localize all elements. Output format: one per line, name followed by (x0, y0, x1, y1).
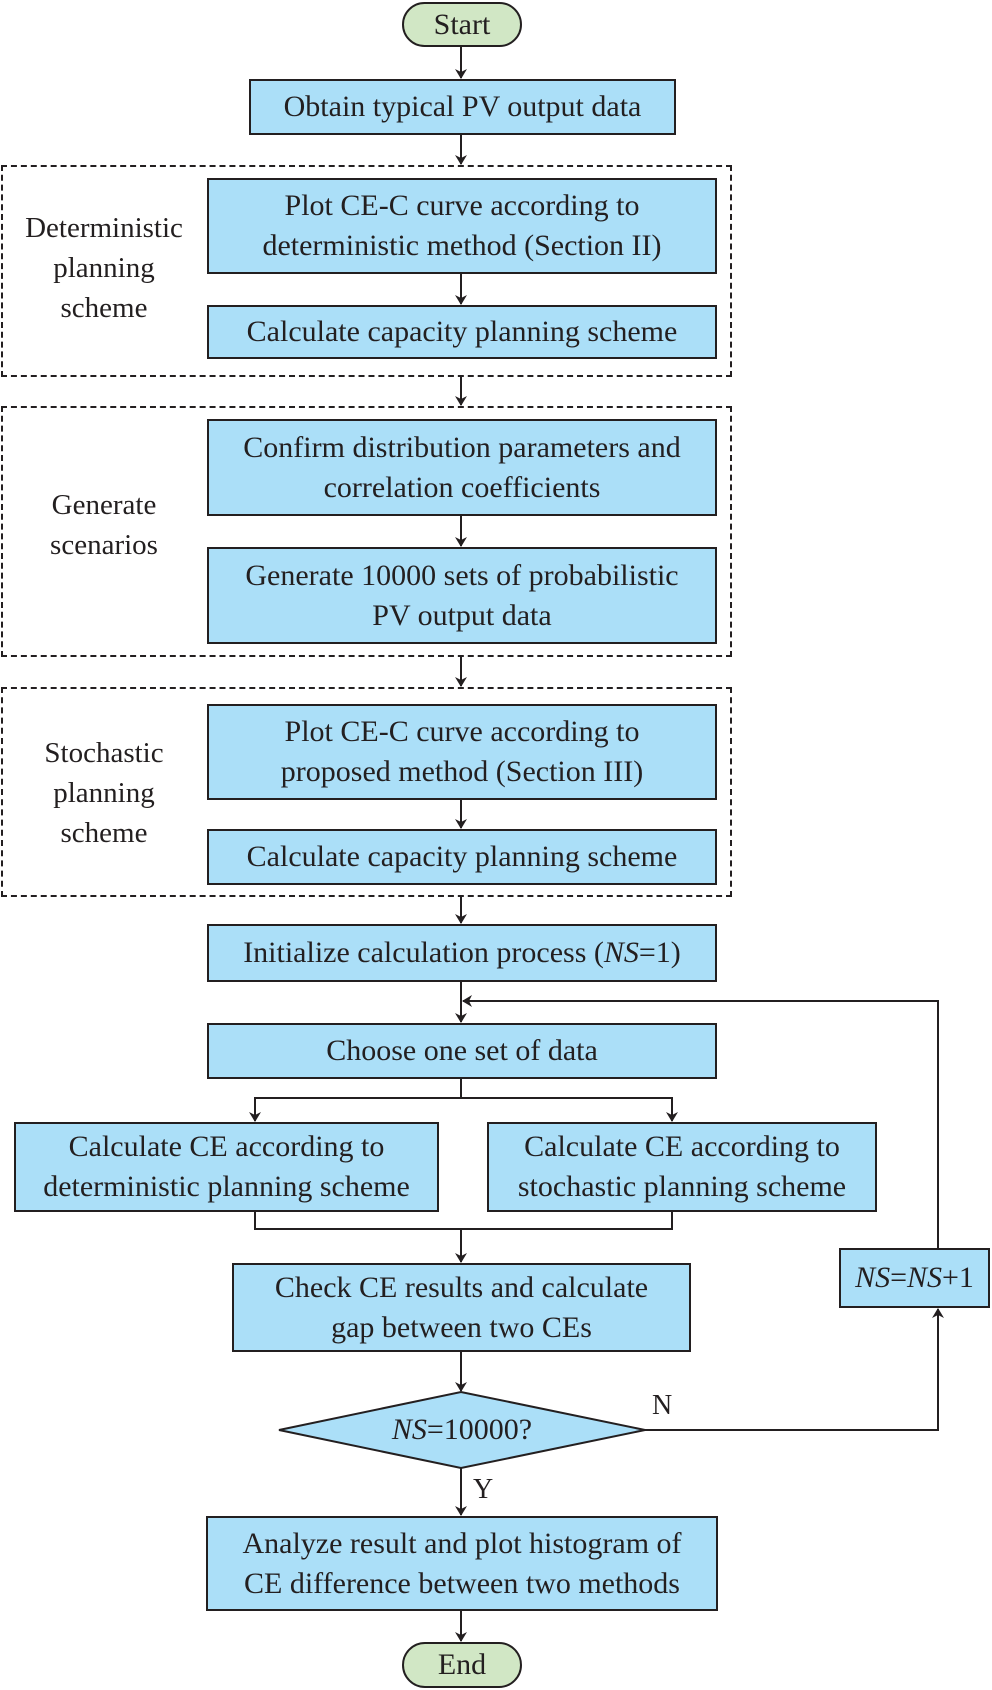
stochastic-calc-step: Calculate capacity planning scheme (207, 829, 717, 885)
analyze-result-step: Analyze result and plot histogram of CE … (206, 1516, 718, 1611)
edge-label-yes: Y (473, 1474, 494, 1505)
group-deterministic (1, 165, 732, 377)
arrow-split-right (461, 1097, 678, 1122)
deterministic-plot-step: Plot CE-C curve according to determinist… (207, 178, 717, 274)
stochastic-plot-step: Plot CE-C curve according to proposed me… (207, 704, 717, 800)
decision-diamond (278, 1390, 646, 1470)
confirm-parameters-step: Confirm distribution parameters and corr… (207, 419, 717, 516)
choose-data-step: Choose one set of data (207, 1023, 717, 1079)
calc-ce-stochastic-step: Calculate CE according to stochastic pla… (487, 1122, 877, 1212)
deterministic-calc-step: Calculate capacity planning scheme (207, 305, 717, 359)
decision-label: NS=10000? (391, 1413, 533, 1446)
group-stochastic (1, 687, 732, 897)
obtain-pv-data-step: Obtain typical PV output data (249, 79, 676, 135)
check-ce-step: Check CE results and calculate gap betwe… (232, 1263, 691, 1352)
initialize-step: Initialize calculation process (NS=1) (207, 924, 717, 982)
arrow-loop-back (462, 995, 939, 1248)
generate-data-step: Generate 10000 sets of probabilistic PV … (207, 547, 717, 644)
end-terminal: End (402, 1642, 522, 1688)
group-label-stochastic: Stochastic planning scheme (44, 736, 164, 849)
group-scenarios (1, 406, 732, 657)
calc-ce-deterministic-step: Calculate CE according to deterministic … (14, 1122, 439, 1212)
group-label-scenarios: Generate scenarios (50, 488, 158, 561)
group-label-deterministic: Deterministic planning scheme (25, 211, 183, 324)
edge-label-no: N (652, 1390, 673, 1421)
arrow-decision-no (645, 1308, 944, 1431)
start-terminal: Start (402, 2, 522, 47)
line-merge (254, 1212, 673, 1230)
arrow-split-left (249, 1097, 461, 1122)
increment-step: NS=NS+1 (839, 1248, 990, 1308)
